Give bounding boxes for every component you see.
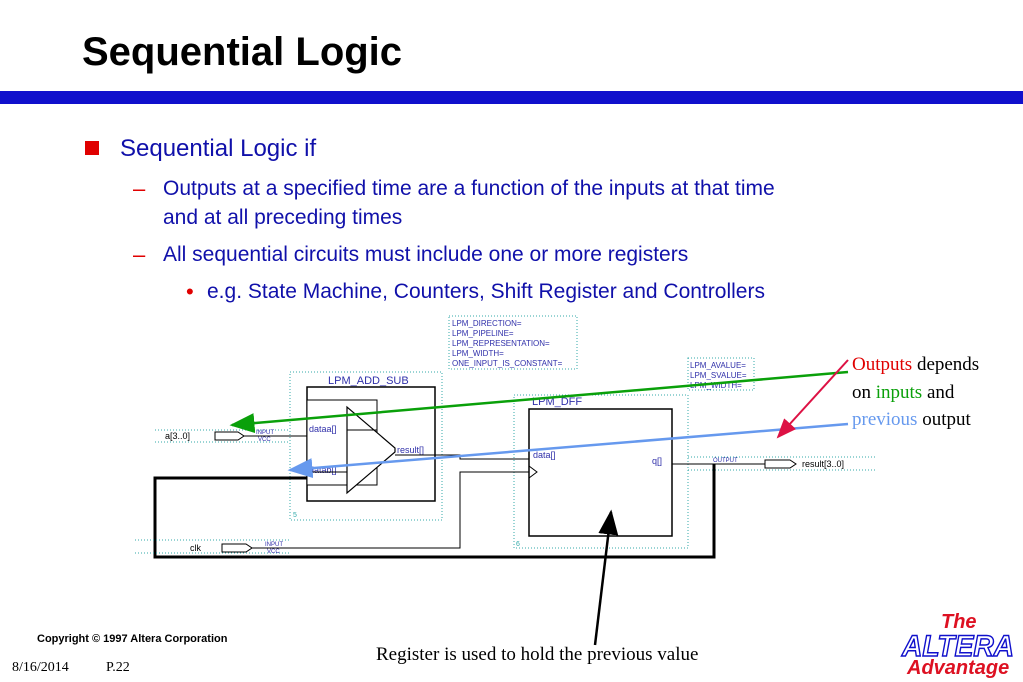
input-tag-a: INPUT xyxy=(256,430,274,436)
clock-wire xyxy=(252,471,529,549)
dff-box xyxy=(528,408,673,537)
title-underline-bar xyxy=(0,91,1023,104)
param-dff-3: LPM_WIDTH= xyxy=(690,381,742,390)
register-arrow xyxy=(593,509,619,646)
depends-arrow xyxy=(776,359,849,439)
add-sub-title: LPM_ADD_SUB xyxy=(328,375,409,387)
port-result: result[] xyxy=(397,445,424,455)
sub-sub-bullet: e.g. State Machine, Counters, Shift Regi… xyxy=(207,280,765,303)
block-num-dff: 6 xyxy=(516,541,520,548)
output-pin xyxy=(764,459,797,469)
param-dff-1: LPM_AVALUE= xyxy=(690,361,746,370)
annotation-line-2: on inputs and xyxy=(852,382,954,404)
param-add-5: ONE_INPUT_IS_CONSTANT= xyxy=(452,359,563,368)
annotation-depends: depends xyxy=(912,354,980,375)
sub-bullet-2: All sequential circuits must include one… xyxy=(163,243,689,266)
register-note: Register is used to hold the previous va… xyxy=(376,644,699,665)
previous-arrow xyxy=(287,422,849,479)
footer-page: P.22 xyxy=(106,660,130,675)
feedback-wire xyxy=(153,464,716,559)
slide-title: Sequential Logic xyxy=(82,30,403,74)
output-tag: OUTPUT xyxy=(713,458,738,464)
output-label: result[3..0] xyxy=(802,459,844,469)
logo-the: The xyxy=(941,611,977,633)
annotation-previous: previous xyxy=(852,409,918,430)
input-a-label: a[3..0] xyxy=(165,431,190,441)
param-add-4: LPM_WIDTH= xyxy=(452,349,504,358)
input-tag-clk: INPUT xyxy=(265,542,283,548)
dot-bullet: • xyxy=(186,279,194,304)
footer-date: 8/16/2014 xyxy=(12,660,69,675)
dash-bullet-1: – xyxy=(133,176,146,201)
logo-advantage: Advantage xyxy=(906,657,1009,679)
annotation-output: output xyxy=(917,409,971,430)
vcc-tag-clk: VCC xyxy=(267,549,280,555)
params-add-box xyxy=(448,315,578,370)
input-clk-label: clk xyxy=(190,543,201,553)
bullet-main: Sequential Logic if xyxy=(120,135,317,162)
param-add-1: LPM_DIRECTION= xyxy=(452,319,522,328)
logo-altera: ALTERA xyxy=(901,630,1014,663)
param-add-3: LPM_REPRESENTATION= xyxy=(452,339,550,348)
block-num-add: 5 xyxy=(293,512,297,519)
sub-bullet-1-line-1: Outputs at a specified time are a functi… xyxy=(163,177,775,200)
annotation-on: on xyxy=(852,382,876,403)
port-datab: datab[] xyxy=(309,465,337,475)
port-dataa: dataa[] xyxy=(309,424,337,434)
annotation-and: and xyxy=(922,382,955,403)
dash-bullet-2: – xyxy=(133,242,146,267)
square-bullet-icon xyxy=(85,141,99,155)
clock-triangle xyxy=(528,465,538,479)
dff-outer xyxy=(513,394,689,549)
port-q: q[] xyxy=(652,456,662,466)
port-data: data[] xyxy=(533,450,556,460)
annotation-inputs: inputs xyxy=(875,382,923,403)
annotation-line-1: Outputs depends xyxy=(852,354,979,376)
vcc-tag-a: VCC xyxy=(258,437,271,443)
param-dff-2: LPM_SVALUE= xyxy=(690,371,747,380)
altera-logo: The ALTERA Advantage xyxy=(900,611,1014,679)
copyright-text: Copyright © 1997 Altera Corporation xyxy=(37,633,228,645)
params-dff-box xyxy=(687,357,755,391)
input-clk-pin xyxy=(221,543,253,553)
sub-bullet-1-line-2: and at all preceding times xyxy=(163,206,403,229)
outputs-arrow xyxy=(229,370,849,434)
annotation-line-3: previous output xyxy=(852,409,971,431)
input-a-pin xyxy=(214,431,245,441)
annotation-outputs: Outputs xyxy=(852,354,913,375)
param-add-2: LPM_PIPELINE= xyxy=(452,329,514,338)
add-sub-outer xyxy=(289,371,443,521)
